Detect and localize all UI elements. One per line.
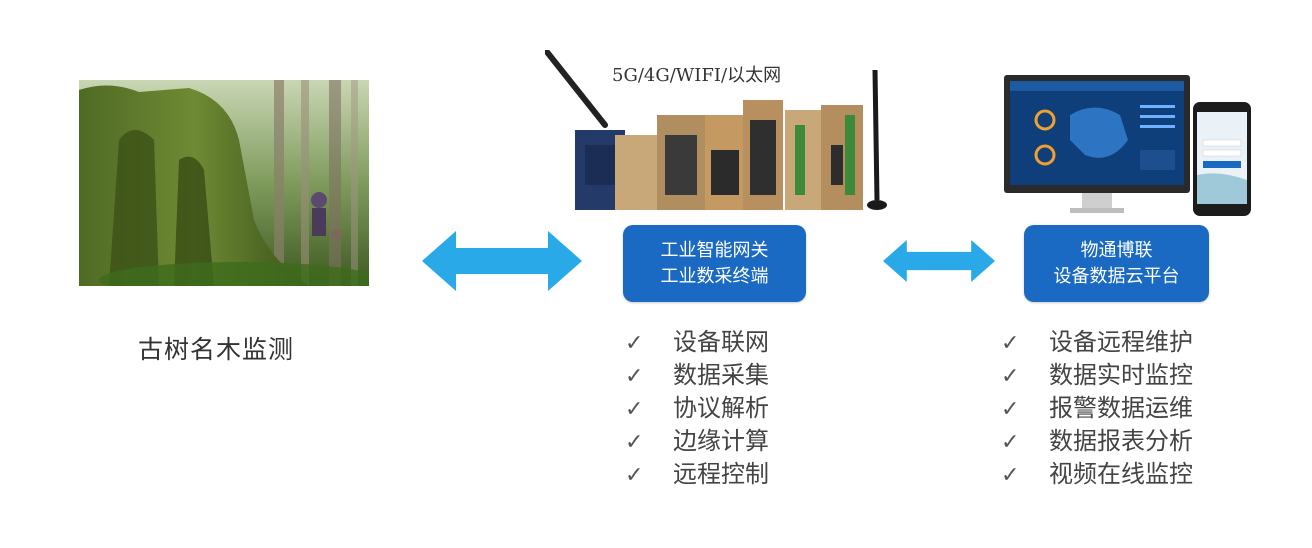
list-item: ✓报警数据运维 <box>1001 392 1193 425</box>
bidirectional-arrow-left <box>422 231 582 291</box>
gateway-box-line2: 工业数采终端 <box>660 265 769 287</box>
cloud-platform-devices-image <box>1004 75 1251 216</box>
platform-box-line1: 物通博联 <box>1080 239 1153 261</box>
network-label: 5G/4G/WIFI/以太网 <box>612 65 782 86</box>
gateway-feature-list: ✓设备联网 ✓数据采集 ✓协议解析 ✓边缘计算 ✓远程控制 <box>625 326 769 491</box>
gateway-devices-image <box>545 50 887 210</box>
check-icon: ✓ <box>625 397 644 422</box>
check-icon: ✓ <box>625 430 644 455</box>
check-icon: ✓ <box>1001 463 1020 488</box>
cloud-platform-box: 物通博联 设备数据云平台 <box>1024 225 1209 302</box>
list-item: ✓设备联网 <box>625 326 769 359</box>
gateway-box-line1: 工业智能网关 <box>660 239 769 261</box>
list-item: ✓数据实时监控 <box>1001 359 1193 392</box>
list-item: ✓协议解析 <box>625 392 769 425</box>
check-icon: ✓ <box>625 463 644 488</box>
tree-caption: 古树名木监测 <box>138 335 295 364</box>
check-icon: ✓ <box>1001 331 1020 356</box>
tree-photo <box>79 80 369 286</box>
list-item: ✓数据采集 <box>625 359 769 392</box>
list-item: ✓数据报表分析 <box>1001 425 1193 458</box>
check-icon: ✓ <box>625 331 644 356</box>
bidirectional-arrow-right <box>883 240 995 282</box>
check-icon: ✓ <box>1001 430 1020 455</box>
platform-feature-list: ✓设备远程维护 ✓数据实时监控 ✓报警数据运维 ✓数据报表分析 ✓视频在线监控 <box>1001 326 1193 491</box>
check-icon: ✓ <box>1001 397 1020 422</box>
gateway-box: 工业智能网关 工业数采终端 <box>623 225 806 302</box>
check-icon: ✓ <box>1001 364 1020 389</box>
list-item: ✓边缘计算 <box>625 425 769 458</box>
list-item: ✓设备远程维护 <box>1001 326 1193 359</box>
list-item: ✓视频在线监控 <box>1001 458 1193 491</box>
check-icon: ✓ <box>625 364 644 389</box>
list-item: ✓远程控制 <box>625 458 769 491</box>
platform-box-line2: 设备数据云平台 <box>1053 265 1180 287</box>
